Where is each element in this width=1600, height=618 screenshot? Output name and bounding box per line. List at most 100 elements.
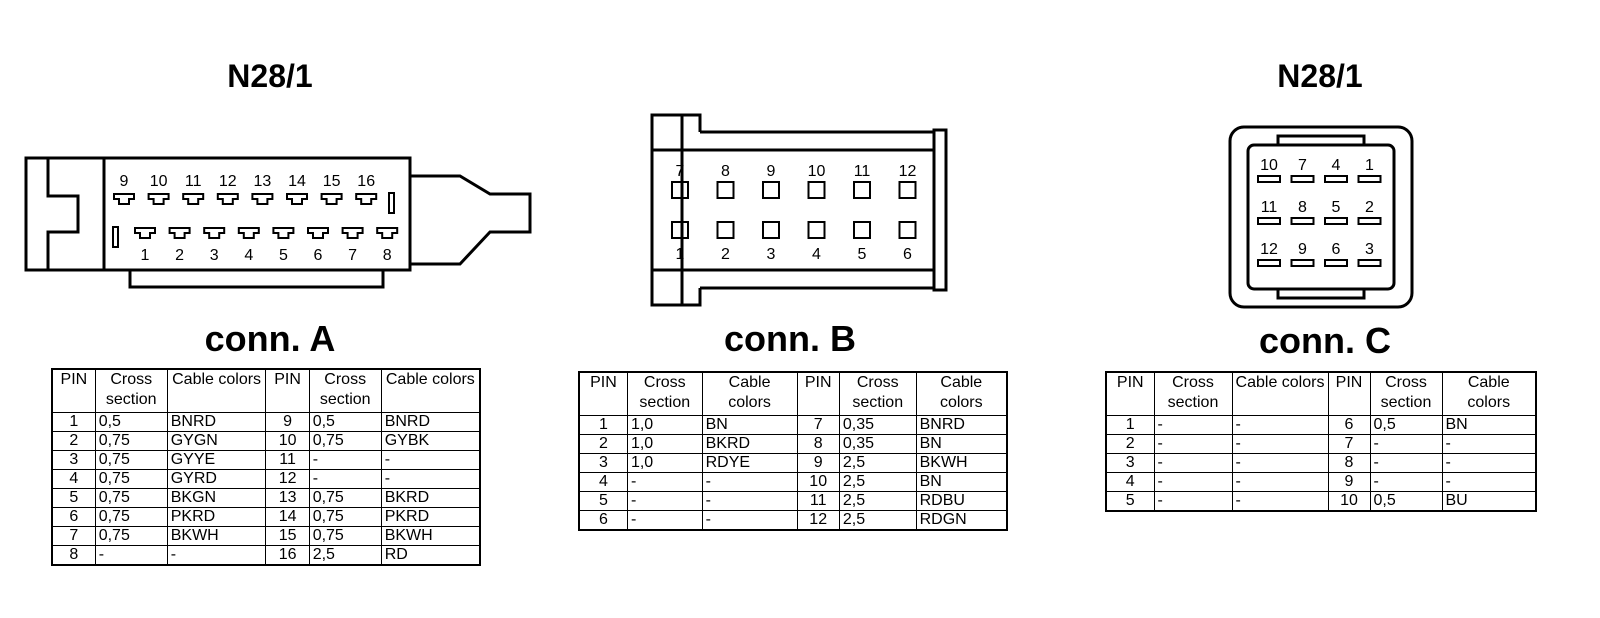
cross-section-cell: - — [626, 472, 703, 492]
pin-number-label: 1 — [141, 247, 150, 264]
cross-section-cell: 0,75 — [94, 526, 168, 546]
pin-number-label: 12 — [899, 163, 917, 180]
pin-number-label: 14 — [288, 173, 306, 190]
pin-cell: 14 — [265, 507, 310, 527]
cable-color-cell: BKWH — [915, 453, 1008, 473]
pin-number-label: 13 — [254, 173, 272, 190]
title-left: N28/1 — [227, 58, 313, 94]
cable-color-cell: - — [1231, 434, 1329, 454]
pin-cell: 2 — [578, 434, 628, 454]
cable-color-cell: BNRD — [380, 412, 481, 432]
cross-section-cell: 0,5 — [1369, 491, 1443, 512]
cable-color-cell: - — [701, 472, 798, 492]
header-cross-section: Cross section — [308, 368, 382, 413]
pin-number-label: 4 — [812, 246, 821, 263]
connector-a-title: conn. A — [204, 318, 336, 359]
pin-number-label: 5 — [279, 247, 288, 264]
pin-socket-shape — [762, 181, 780, 199]
pin-number-label: 9 — [767, 163, 776, 180]
pin-number-label: 6 — [314, 247, 323, 264]
pin-terminal-shape — [203, 227, 226, 239]
pin-number-label: 3 — [1365, 241, 1374, 258]
pin-cell: 6 — [578, 510, 628, 531]
cross-section-cell: 0,35 — [838, 434, 917, 454]
pin-terminal-shape — [113, 193, 135, 205]
header-pin: PIN — [578, 371, 628, 416]
pin-number-label: 11 — [854, 163, 871, 180]
header-pin: PIN — [1105, 371, 1155, 416]
pin-socket-shape — [853, 221, 871, 239]
pin-cell: 6 — [51, 507, 96, 527]
cable-color-cell: - — [1441, 453, 1537, 473]
pin-terminal-shape — [216, 193, 239, 205]
cross-section-cell: 0,5 — [94, 412, 168, 432]
pin-number-label: 8 — [383, 247, 392, 264]
cross-section-cell: 0,75 — [308, 507, 382, 527]
header-pin: PIN — [265, 368, 310, 413]
pin-socket-shape — [853, 181, 871, 199]
cable-color-cell: BKRD — [701, 434, 798, 454]
header-cross-section: Cross section — [1153, 371, 1233, 416]
cable-color-cell: BNRD — [166, 412, 267, 432]
pin-cell: 11 — [796, 491, 840, 511]
pin-cell: 5 — [51, 488, 96, 508]
pin-cell: 13 — [265, 488, 310, 508]
header-cross-section: Cross section — [626, 371, 703, 416]
pin-terminal-shape — [168, 227, 191, 239]
header-pin: PIN — [51, 368, 96, 413]
cross-section-cell: 0,75 — [308, 431, 382, 451]
pin-number-label: 6 — [1332, 241, 1341, 258]
pin-terminal-shape — [147, 193, 170, 205]
pin-cell: 10 — [796, 472, 840, 492]
pin-number-label: 10 — [1260, 157, 1278, 174]
pin-cell: 5 — [578, 491, 628, 511]
pin-terminal-shape — [1257, 175, 1281, 183]
table-row: 2--7-- — [1105, 434, 1537, 454]
pin-cell: 3 — [578, 453, 628, 473]
cable-color-cell: BN — [915, 434, 1008, 454]
pin-number-label: 7 — [1298, 157, 1307, 174]
cross-section-cell: 0,75 — [94, 469, 168, 489]
pin-number-label: 11 — [1261, 199, 1278, 216]
pin-socket-shape — [762, 221, 780, 239]
pin-terminal-shape — [1324, 175, 1348, 183]
pin-number-label: 2 — [1365, 199, 1374, 216]
cross-section-cell: - — [626, 491, 703, 511]
cable-color-cell: PKRD — [166, 507, 267, 527]
cable-color-cell: RDYE — [701, 453, 798, 473]
pin-cell: 5 — [1105, 491, 1155, 512]
pin-number-label: 1 — [1365, 157, 1374, 174]
pin-cell: 9 — [265, 412, 310, 432]
pin-terminal-shape — [272, 227, 295, 239]
pin-number-label: 4 — [1332, 157, 1341, 174]
header-cable-colors: Cable colors — [380, 368, 481, 413]
cross-section-cell: - — [626, 510, 703, 531]
pin-cell: 10 — [1327, 491, 1371, 512]
header-pin: PIN — [1327, 371, 1371, 416]
pin-terminal-shape — [1357, 259, 1382, 267]
connector-c-drawing — [1228, 125, 1414, 309]
cross-section-cell: 0,5 — [1369, 415, 1443, 435]
header-cross-section: Cross section — [94, 368, 168, 413]
cross-section-cell: 1,0 — [626, 434, 703, 454]
pin-number-label: 10 — [808, 163, 826, 180]
pin-cell: 7 — [51, 526, 96, 546]
cross-section-cell: 0,75 — [94, 507, 168, 527]
pin-number-label: 9 — [1298, 241, 1307, 258]
pin-cell: 11 — [265, 450, 310, 470]
cable-color-cell: PKRD — [380, 507, 481, 527]
header-cable-colors: Cable colors — [701, 371, 798, 416]
header-cable-colors: Cable colors — [915, 371, 1008, 416]
cross-section-cell: 0,35 — [838, 415, 917, 435]
pin-terminal-shape — [286, 193, 308, 205]
cable-color-cell: RDGN — [915, 510, 1008, 531]
